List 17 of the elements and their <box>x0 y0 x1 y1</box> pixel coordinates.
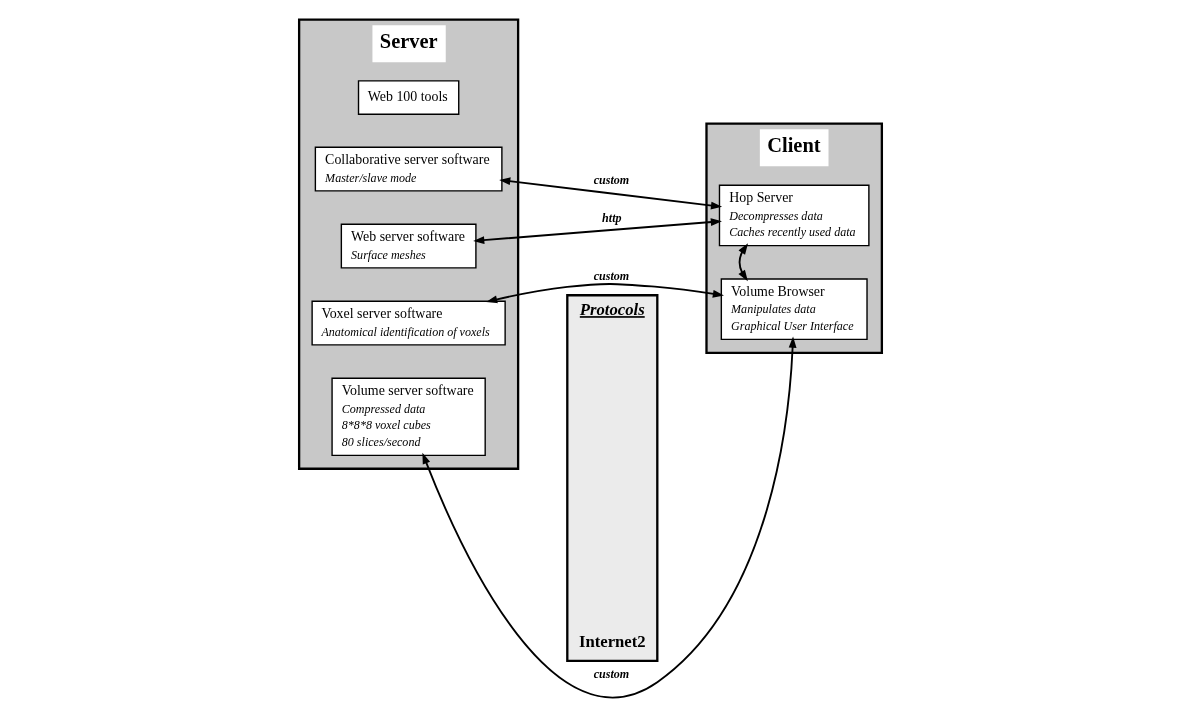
node-box: Voxel server software Anatomical identification of voxels <box>311 300 506 346</box>
arrow <box>499 177 723 210</box>
node-box: Volume server software Compressed data 8*8*8 voxel cubes 80 slices/second <box>331 377 486 456</box>
arrow <box>422 336 797 699</box>
node-box: Web 100 tools <box>357 80 460 115</box>
edge-label: custom <box>593 268 630 283</box>
edge-label: http <box>602 211 622 226</box>
arrow <box>473 218 722 244</box>
edge-label: custom <box>593 173 630 188</box>
node-box: Collaborative server software Master/slave mode <box>314 146 503 192</box>
node-box: Hop Server Decompresses data Caches recently used data <box>718 184 870 247</box>
node-box: Volume Browser Manipulates data Graphical User Interface <box>720 278 868 341</box>
arrow <box>738 243 749 282</box>
node-box: Protocols Internet2 <box>566 294 659 662</box>
arrow <box>486 283 724 304</box>
edge-label: custom <box>593 666 630 681</box>
node-box: Web server software Surface meshes <box>340 223 477 269</box>
